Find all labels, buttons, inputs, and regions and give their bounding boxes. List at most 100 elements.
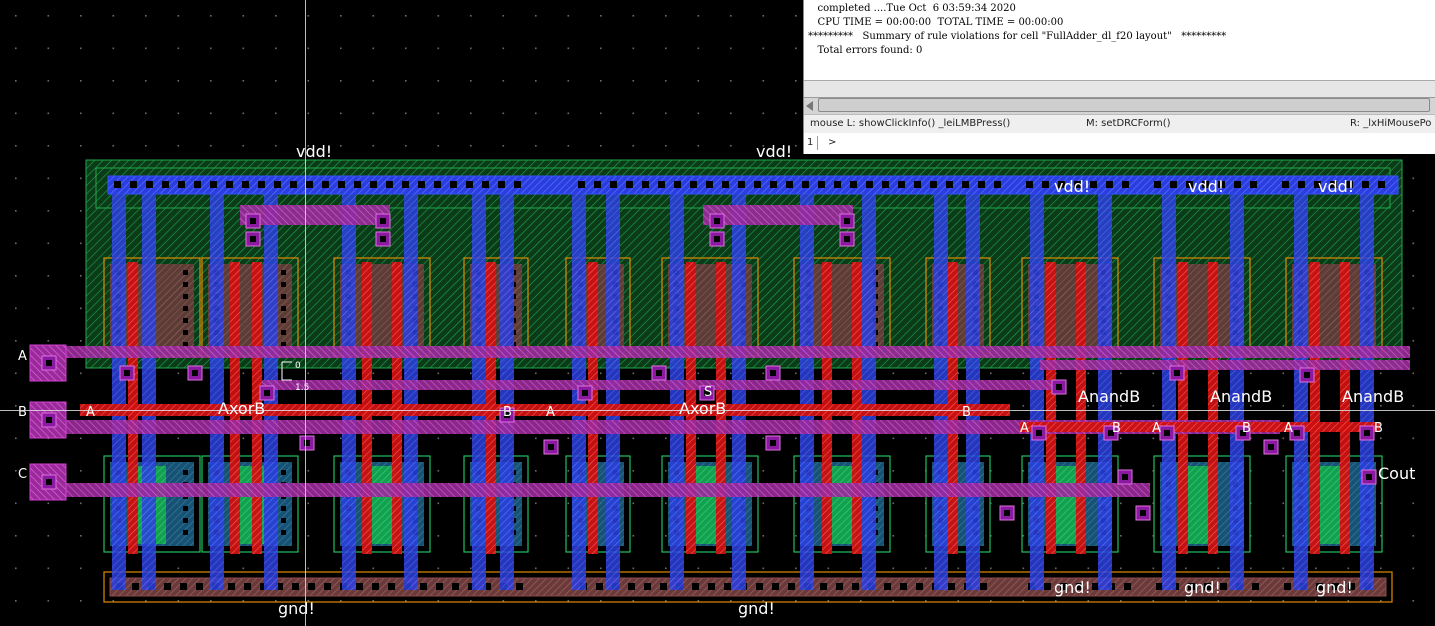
gnd-contact xyxy=(260,583,267,590)
label-cout: Cout xyxy=(1378,464,1415,483)
ruler-label-15: 1.5 xyxy=(295,383,309,393)
gnd-contact xyxy=(884,583,891,590)
label-b: B xyxy=(503,405,512,420)
label-pin-a: A xyxy=(18,349,27,364)
nmos-contact xyxy=(281,530,286,535)
pmos-contact xyxy=(281,306,286,311)
ciw-command-line[interactable]: 1 > xyxy=(804,133,1435,153)
vdd-contact xyxy=(962,181,969,188)
poly-gate xyxy=(1178,262,1188,554)
gnd-contact xyxy=(596,583,603,590)
gnd-contact xyxy=(1188,583,1195,590)
label-b: B xyxy=(1242,421,1251,436)
metal2-b-line xyxy=(30,420,1280,434)
pmos-contact xyxy=(281,270,286,275)
via-cut xyxy=(250,236,256,242)
via-cut xyxy=(1108,430,1114,436)
label-anandb: AnandB xyxy=(1078,387,1140,406)
gnd-contact xyxy=(724,583,731,590)
label-a: A xyxy=(86,405,95,420)
vdd-contact xyxy=(738,181,745,188)
gnd-contact xyxy=(372,583,379,590)
vdd-contact xyxy=(754,181,761,188)
label-b: B xyxy=(1374,421,1383,436)
gnd-contact xyxy=(1060,583,1067,590)
via-cut xyxy=(1140,510,1146,516)
metal2-anandb-line xyxy=(1040,360,1410,370)
label-gnd: gnd! xyxy=(1054,578,1091,597)
vdd-contact xyxy=(1346,181,1353,188)
label-b: B xyxy=(1112,421,1121,436)
vdd-contact xyxy=(210,181,217,188)
prompt-line-number: 1 xyxy=(807,137,814,148)
gnd-contact xyxy=(948,583,955,590)
nmos-diffusion xyxy=(1285,455,1383,553)
vdd-contact xyxy=(1042,181,1049,188)
vdd-contact xyxy=(658,181,665,188)
label-gnd: gnd! xyxy=(1316,578,1353,597)
mouse-middle-binding: M: setDRCForm() xyxy=(1086,118,1171,129)
label-s: S xyxy=(704,385,712,400)
via-cut xyxy=(1268,444,1274,450)
via-cut xyxy=(46,360,52,366)
pmos-contact xyxy=(281,330,286,335)
prompt-symbol: > xyxy=(828,137,837,148)
metal2-strap-1 xyxy=(240,205,390,225)
vdd-contact xyxy=(514,181,521,188)
vdd-contact xyxy=(946,181,953,188)
ciw-scrollbar-thumb[interactable] xyxy=(818,98,1430,112)
via-cut xyxy=(1004,510,1010,516)
label-gnd: gnd! xyxy=(738,599,775,618)
nmos-channel xyxy=(368,466,396,544)
gnd-contact xyxy=(468,583,475,590)
gnd-contact xyxy=(180,583,187,590)
vdd-contact xyxy=(1202,181,1209,188)
gnd-contact xyxy=(788,583,795,590)
label-a: A xyxy=(1020,421,1029,436)
vdd-contact xyxy=(1330,181,1337,188)
via-cut xyxy=(714,236,720,242)
gnd-contact xyxy=(1252,583,1259,590)
nmos-contact xyxy=(281,470,286,475)
label-anandb: AnandB xyxy=(1342,387,1404,406)
ruler-label-0: 0 xyxy=(295,361,301,371)
vdd-contact xyxy=(898,181,905,188)
vdd-contact xyxy=(1090,181,1097,188)
gnd-contact xyxy=(356,583,363,590)
via-cut xyxy=(704,390,710,396)
ciw-log-output: completed ....Tue Oct 6 03:59:34 2020 CP… xyxy=(804,0,1435,80)
vdd-contact xyxy=(226,181,233,188)
pmos-contact xyxy=(281,282,286,287)
gnd-contact xyxy=(1332,583,1339,590)
scroll-left-icon[interactable] xyxy=(806,101,813,111)
vdd-contact xyxy=(1250,181,1257,188)
metal2-a-line xyxy=(30,346,1410,358)
via-cut xyxy=(1056,384,1062,390)
poly-gate xyxy=(1310,262,1320,554)
vdd-contact xyxy=(1170,181,1177,188)
label-a: A xyxy=(546,405,555,420)
ciw-window[interactable]: completed ....Tue Oct 6 03:59:34 2020 CP… xyxy=(803,0,1435,154)
gnd-contact xyxy=(852,583,859,590)
vdd-contact xyxy=(274,181,281,188)
gnd-contact xyxy=(692,583,699,590)
ciw-mouse-status-bar: mouse L: showClickInfo() _leiLMBPress() … xyxy=(804,114,1435,134)
pmos-contact xyxy=(281,318,286,323)
gnd-contact xyxy=(516,583,523,590)
vdd-contact xyxy=(594,181,601,188)
metal1-strap xyxy=(1294,190,1308,590)
vdd-contact xyxy=(850,181,857,188)
gnd-contact xyxy=(388,583,395,590)
vdd-contact xyxy=(450,181,457,188)
nmos-channel xyxy=(828,466,856,544)
vdd-contact xyxy=(722,181,729,188)
vdd-contact xyxy=(914,181,921,188)
gnd-contact xyxy=(1316,583,1323,590)
via-cut xyxy=(264,390,270,396)
gnd-contact xyxy=(1076,583,1083,590)
gnd-contact xyxy=(1092,583,1099,590)
vdd-contact xyxy=(610,181,617,188)
nmos-contact xyxy=(183,518,188,523)
vdd-rail-contacts xyxy=(114,181,1385,188)
via-cut xyxy=(770,370,776,376)
